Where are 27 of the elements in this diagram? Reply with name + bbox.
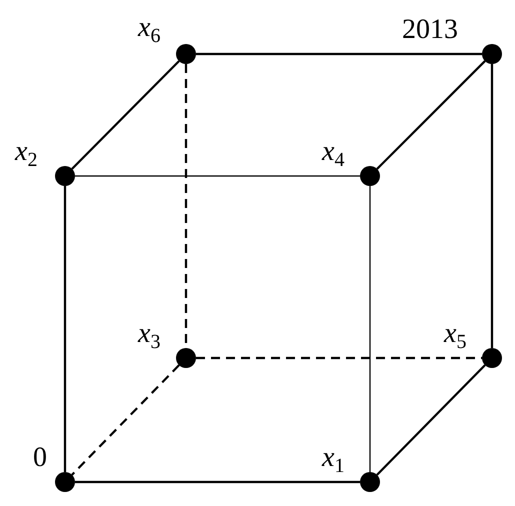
cube-edge-line <box>64 186 66 472</box>
vertex-dot <box>55 472 75 492</box>
cube-edge-line <box>71 60 180 170</box>
vertex-dot <box>176 44 196 64</box>
vertex-label: x$_{6}$ <box>138 14 160 42</box>
vertex-dot <box>55 166 75 186</box>
vertex-label: x$_{5}$ <box>444 320 466 348</box>
vertex-label: x$_{1}$ <box>322 444 344 472</box>
dashed-line <box>71 364 180 476</box>
cube-edge-line <box>75 480 360 484</box>
vertex-dot <box>482 44 502 64</box>
cube-edge-line <box>376 60 486 170</box>
vertex-dot <box>482 348 502 368</box>
vertex-dot <box>360 166 380 186</box>
cube-edge-line <box>196 52 482 56</box>
vertex-label: 0 <box>33 444 47 472</box>
vertex-label: x$_{2}$ <box>15 138 38 166</box>
cube-edge-line <box>75 175 360 177</box>
vertex-dot <box>360 472 380 492</box>
vertex-label: x$_{4}$ <box>322 138 344 166</box>
cube-edge-line <box>369 186 371 472</box>
cube-edge-line <box>490 64 494 348</box>
cube-edge-line <box>376 364 486 476</box>
dashed-line <box>196 356 482 360</box>
vertex-label: x$_{3}$ <box>138 320 160 348</box>
vertex-label: 2013 <box>402 16 458 44</box>
vertex-dot <box>176 348 196 368</box>
